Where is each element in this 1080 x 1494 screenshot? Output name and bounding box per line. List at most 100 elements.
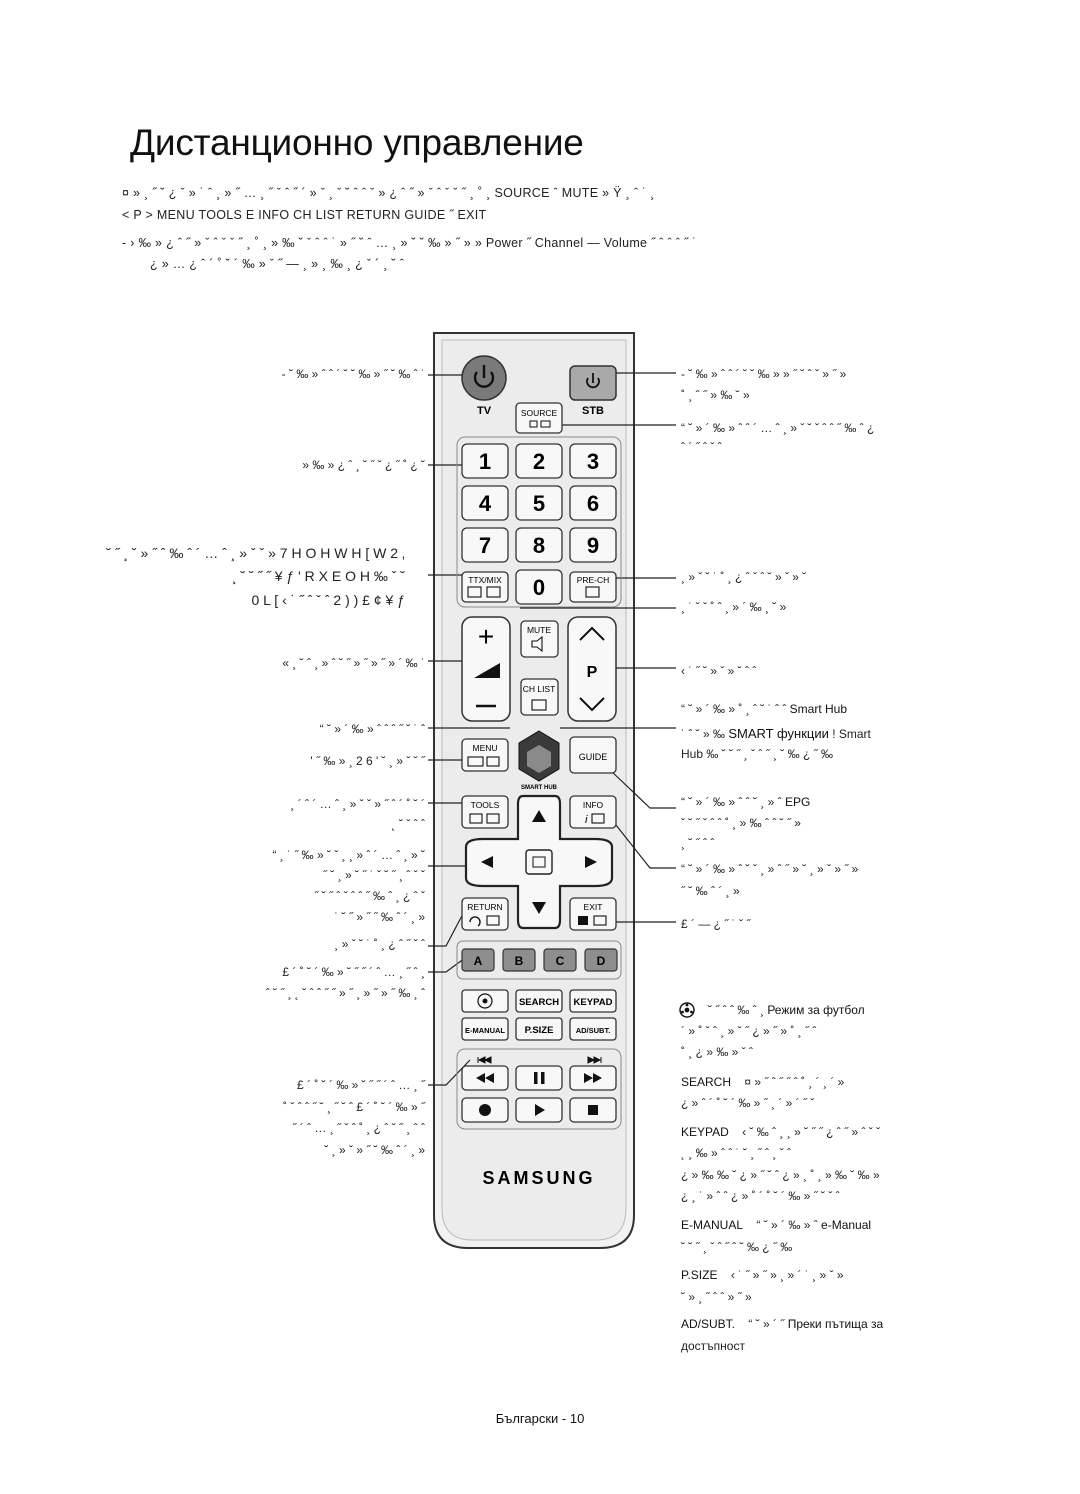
label-prech-2: ¸ ˙ ˇ ˇ ˚ ˆ ¸ » ´ ‰ ¸ ˘ »	[681, 600, 787, 614]
label-psize-2: ˘ » ¸ ˝ ˆ ˆ » ˝ »	[681, 1290, 752, 1304]
label-smarthub-3: Hub ‰ ˘ ˘ ˝ ¸ ˇ ˆ ˝ ¸ ˘ ‰ ¿ ˝ ‰	[681, 747, 833, 761]
label-tools-2: ˛ ˘ ˇ ˆ ˆ	[391, 817, 425, 831]
pause-button[interactable]	[515, 1065, 563, 1091]
right-arrow-icon	[585, 856, 597, 868]
svg-text:SOURCE: SOURCE	[521, 408, 558, 418]
return-button[interactable]	[461, 897, 509, 931]
digit-7-button[interactable]	[461, 527, 509, 563]
label-football-3: ˚ ¸ ¿ » ‰ » ˇ ˆ	[681, 1045, 753, 1059]
tools-button[interactable]	[461, 795, 509, 829]
color-key-a-button[interactable]	[461, 948, 495, 972]
stop-icon	[588, 1105, 598, 1115]
svg-text:TTX/MIX: TTX/MIX	[468, 575, 502, 585]
ttx-mix-button[interactable]	[461, 571, 509, 603]
volume-icon	[474, 663, 500, 678]
p-size-button[interactable]	[515, 1017, 563, 1041]
return-icon	[469, 916, 481, 927]
label-emanual-2: ˘ ˘ ˝ ¸ ˇ ˆ ˝ ˆ ˘ ‰ ¿ ˝ ‰	[681, 1240, 793, 1254]
emanual-name: e-Manual	[821, 1218, 872, 1232]
svg-text:PRE-CH: PRE-CH	[577, 575, 610, 585]
label-teletext-1: ˘ ˝ ¸ ˘ » ˝ ˆ ‰ ˆ ´ … ˆ ¸ » ˇ ˇ » 7 H O …	[106, 545, 405, 561]
label-teletext-3: 0 L [ ‹ ˙ ˝ ˆ ˇ ˆ 2 ) ) £ ¢ ¥ ƒ	[251, 592, 405, 608]
digit-3-button[interactable]	[569, 443, 617, 479]
label-adsubt-2: достъпност	[681, 1339, 745, 1353]
digit-5-button[interactable]	[515, 485, 563, 521]
svg-text:TOOLS: TOOLS	[471, 800, 500, 810]
label-smarthub-1: “ ˘ » ´ ‰ » ˚ ¸ ˆ ˘ ˙ ˆ ˆ Smart Hub	[681, 702, 848, 716]
digit-7-label: 7	[479, 533, 491, 558]
svg-text:RETURN: RETURN	[467, 902, 502, 912]
digit-9-label: 9	[587, 533, 599, 558]
intro-line-3-keys: Power ˝ Channel — Volume ˝ ˆ ˆ ˆ ˝ ˙	[485, 236, 697, 250]
svg-text:GUIDE: GUIDE	[579, 752, 608, 762]
label-numbers: » ‰ » ¿ ˆ ¸ ˘ ˝ ˇ ¿ ˝ ˚ ¿ ˘	[302, 458, 425, 472]
emanual-key: E-MANUAL	[681, 1218, 744, 1232]
label-football-1: ˘ ˝ ˆ ˆ ‰ ˆ ¸ Режим за футбол	[708, 1003, 865, 1017]
label-keypad-4: ¿ ¸ ˙ » ˆ ˆ ¿ » ˚ ´ ˚ ˘ ´ ‰ » ˝ ˘ ˇ ˆ	[681, 1189, 840, 1203]
label-keypad-3: ¿ » ‰ ‰ ˘ ¿ » ˝ ˘ ˆ ¿ » ¸ ˚ ¸ » ‰ ˘ ‰ »	[681, 1168, 880, 1182]
smart-hub-button[interactable]	[518, 730, 560, 782]
label-emanual-1: E-MANUAL “ ˘ » ´ ‰ » ˆ e-Manual	[681, 1218, 872, 1232]
svg-text:AD/SUBT.: AD/SUBT.	[576, 1026, 611, 1035]
label-nav-1: “ ¸ ˙ ˝ ‰ » ˘ ˇ ¸ ¸ » ˆ ´ … ˆ ¸ » ˘	[272, 848, 425, 862]
up-arrow-icon	[532, 810, 546, 822]
ch-list-button[interactable]	[520, 678, 559, 716]
label-adsubt-1: AD/SUBT. “ ˘ » ´ ˝ Преки пътища за	[681, 1317, 884, 1331]
enter-button[interactable]	[525, 849, 553, 875]
label-stb-1: - ˘ ‰ » ˆ ˆ ´ ˘ ˘ ‰ » » ˝ ˘ ˆ ˇ » ˝ »	[681, 367, 847, 381]
label-colored-1: £ ´ ˚ ˘ ´ ‰ » ˘ ˝ ˝ ´ ˆ … ¸ ˝ ˆ ¸	[282, 965, 425, 979]
keypad-button[interactable]	[569, 989, 617, 1013]
digit-6-button[interactable]	[569, 485, 617, 521]
digit-9-button[interactable]	[569, 527, 617, 563]
next-track-icon	[587, 1056, 602, 1064]
pause-icon	[534, 1072, 538, 1084]
color-key-d-button[interactable]	[584, 948, 618, 972]
label-media-3: ˝ ´ ˆ … ¸ ˝ ˇ ˆ ˚ ¸ ¿ ˆ ˇ ˝ ¸ ˆ ˆ	[292, 1121, 425, 1135]
volume-rocker[interactable]	[461, 616, 511, 722]
search-button[interactable]	[515, 989, 563, 1013]
label-football-2: ´ » ˚ ˇ ˆ ¸ » ˇ ˝ ¿ » ˝ » ˚ ¸ ˝ ˆ	[681, 1024, 817, 1038]
color-key-b-button[interactable]	[502, 948, 536, 972]
label-search-2: ¿ » ˆ ´ ˚ ˘ ´ ‰ » ˝ ¸ ´ » ´ ˝ ˇ	[681, 1096, 815, 1110]
digit-1-button[interactable]	[461, 443, 509, 479]
e-manual-button[interactable]	[461, 1017, 509, 1041]
page-title: Дистанционно управление	[130, 122, 584, 163]
label-source-1: “ ˘ » ´ ‰ » ˆ ˆ ´ … ˆ ¸ » ˇ ˘ ˇ ˆ ˆ ˝ ‰ …	[681, 421, 875, 435]
channel-rocker[interactable]	[567, 616, 617, 722]
adsubt-key: AD/SUBT.	[681, 1317, 736, 1331]
label-psize-1: P.SIZE ‹ ˙ ˝ » ˝ » ¸ » ´ ˙ ¸ » ˇ »	[681, 1268, 844, 1282]
guide-button[interactable]	[569, 736, 617, 774]
label-return: ¸ » ˇ ˘ ˙ ˚ ¸ ¿ ˆ ˝ ˇ ˆ	[334, 937, 425, 951]
info-icon: i	[585, 814, 588, 826]
svg-text:P: P	[587, 664, 598, 681]
menu-button[interactable]	[461, 738, 509, 772]
label-nav-2: ˝ ˘ ¸ » ˘ ˝ ˙ ˇ ˘ ˝ ¸ ˆ ˇ ˇ	[323, 868, 425, 882]
digit-4-button[interactable]	[461, 485, 509, 521]
exit-icon	[578, 916, 588, 925]
stb-label: STB	[582, 405, 604, 417]
digit-2-button[interactable]	[515, 443, 563, 479]
football-icon	[679, 1002, 695, 1018]
intro-line-1-keys: SOURCE ˆ MUTE » Ÿ ¸ ˆ ˙ ¸	[494, 186, 655, 200]
digit-8-button[interactable]	[515, 527, 563, 563]
svg-text:KEYPAD: KEYPAD	[574, 997, 613, 1008]
label-channel: ‹ ˙ ˝ ˘ » ˇ » ˘ ˆ ˆ	[681, 664, 757, 678]
svg-text:EXIT: EXIT	[584, 902, 603, 912]
label-smarthub-2: ˙ ˆ ˘ » ‰ SMART функции ! Smart	[681, 726, 871, 741]
record-icon	[479, 1104, 491, 1116]
color-key-c-button[interactable]	[543, 948, 577, 972]
digit-5-label: 5	[533, 491, 545, 516]
ad-subt-button[interactable]	[569, 1017, 617, 1041]
digit-4-label: 4	[479, 491, 492, 516]
label-exit: £ ´ — ¿ ˝ ˙ ˇ ˝	[681, 917, 751, 931]
fast-forward-icon	[584, 1073, 602, 1083]
label-epg-3: ¸ ˘ ˝ ˆ ˆ	[681, 836, 715, 850]
intro-line-4: ¿ » … ¿ ˆ ´ ˚ ˘ ´ ‰ » ˇ ˝ — ¸ » ¸ ‰ ¸ ¿ …	[150, 257, 405, 271]
label-keypad-1: KEYPAD ‹ ˘ ‰ ˆ ¸ ¸ » ˘ ˝ ˝ ¿ ˆ ˝ » ˆ ˇ ˇ	[681, 1125, 881, 1139]
svg-text:MENU: MENU	[472, 743, 497, 753]
digit-0-button[interactable]	[515, 569, 563, 605]
digit-3-label: 3	[587, 449, 599, 474]
label-media-4: ˘ ¸ » ˇ » ˝ ˘ ‰ ˆ ´ ¸ »	[324, 1143, 425, 1157]
samsung-logo: SAMSUNG	[482, 1168, 595, 1188]
